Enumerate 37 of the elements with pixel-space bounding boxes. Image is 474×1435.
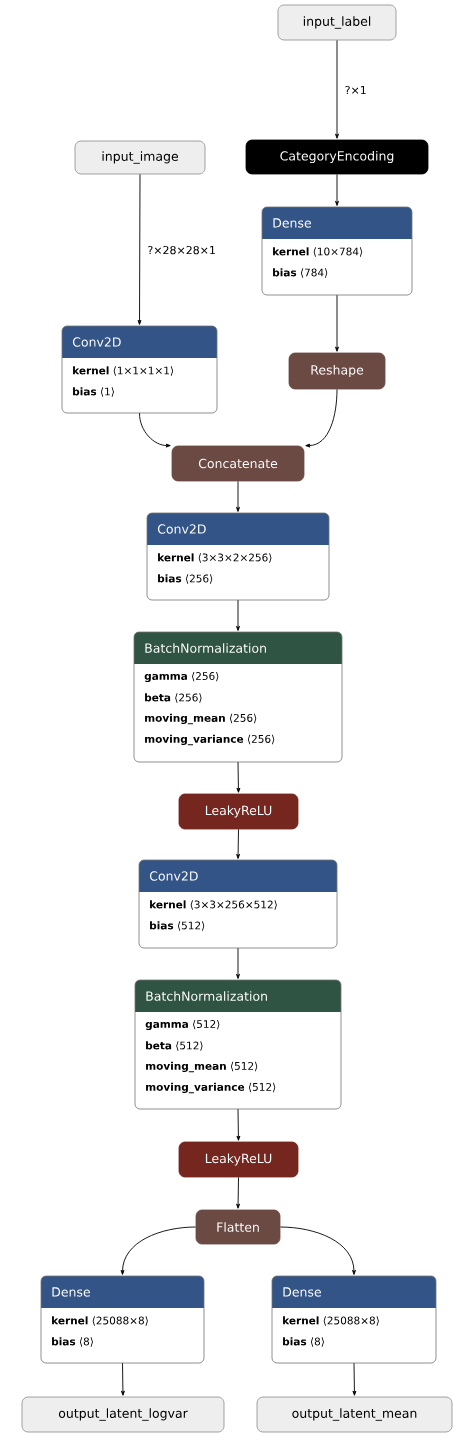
arrow bbox=[352, 1362, 357, 1396]
arrow bbox=[279, 1226, 356, 1275]
arrow bbox=[236, 947, 240, 979]
layer-pill: CategoryEncoding bbox=[245, 139, 429, 175]
arrow bbox=[236, 828, 241, 859]
arrow bbox=[120, 1362, 125, 1396]
arrow bbox=[139, 412, 171, 448]
edge-label: ?×1 bbox=[345, 85, 366, 95]
io-node: input_label bbox=[277, 4, 397, 41]
arrow bbox=[335, 173, 339, 206]
arrow bbox=[120, 1226, 197, 1275]
arrow bbox=[236, 1176, 241, 1209]
io-node: output_latent_mean bbox=[256, 1396, 453, 1433]
layer-box: BatchNormalization gamma ⟨512⟩ beta ⟨512⟩ moving_mean ⟨512⟩ moving_variance ⟨512⟩ bbox=[134, 979, 342, 1110]
layer-pill: Flatten bbox=[195, 1209, 281, 1245]
arrow bbox=[236, 599, 240, 631]
arrow bbox=[236, 480, 240, 512]
arrow bbox=[335, 39, 339, 139]
io-node: input_image bbox=[74, 140, 206, 175]
layer-box: Dense kernel ⟨25088×8⟩ bias ⟨8⟩ bbox=[271, 1275, 437, 1364]
layer-pill: Reshape bbox=[288, 352, 386, 390]
layer-pill: LeakyReLU bbox=[178, 1141, 299, 1178]
arrow bbox=[137, 173, 142, 325]
arrow bbox=[335, 294, 339, 352]
layer-box: Conv2D kernel ⟨3×3×256×512⟩ bias ⟨512⟩ bbox=[138, 859, 338, 949]
layer-box: Dense kernel ⟨25088×8⟩ bias ⟨8⟩ bbox=[40, 1275, 205, 1364]
layer-box: Dense kernel ⟨10×784⟩ bias ⟨784⟩ bbox=[261, 206, 413, 296]
layer-pill: Concatenate bbox=[171, 445, 305, 482]
layer-box: Conv2D kernel ⟨3×3×2×256⟩ bias ⟨256⟩ bbox=[146, 512, 330, 601]
edge-label: ?×28×28×1 bbox=[148, 245, 215, 255]
io-node: output_latent_logvar bbox=[21, 1396, 225, 1433]
arrow bbox=[236, 1108, 241, 1141]
layer-box: BatchNormalization gamma ⟨256⟩ beta ⟨256⟩ moving_mean ⟨256⟩ moving_variance ⟨256⟩ bbox=[133, 631, 343, 763]
arrow bbox=[236, 761, 241, 793]
layer-box: Conv2D kernel ⟨1×1×1×1⟩ bias ⟨1⟩ bbox=[61, 325, 218, 414]
layer-pill: LeakyReLU bbox=[178, 793, 299, 830]
arrow bbox=[305, 388, 338, 448]
